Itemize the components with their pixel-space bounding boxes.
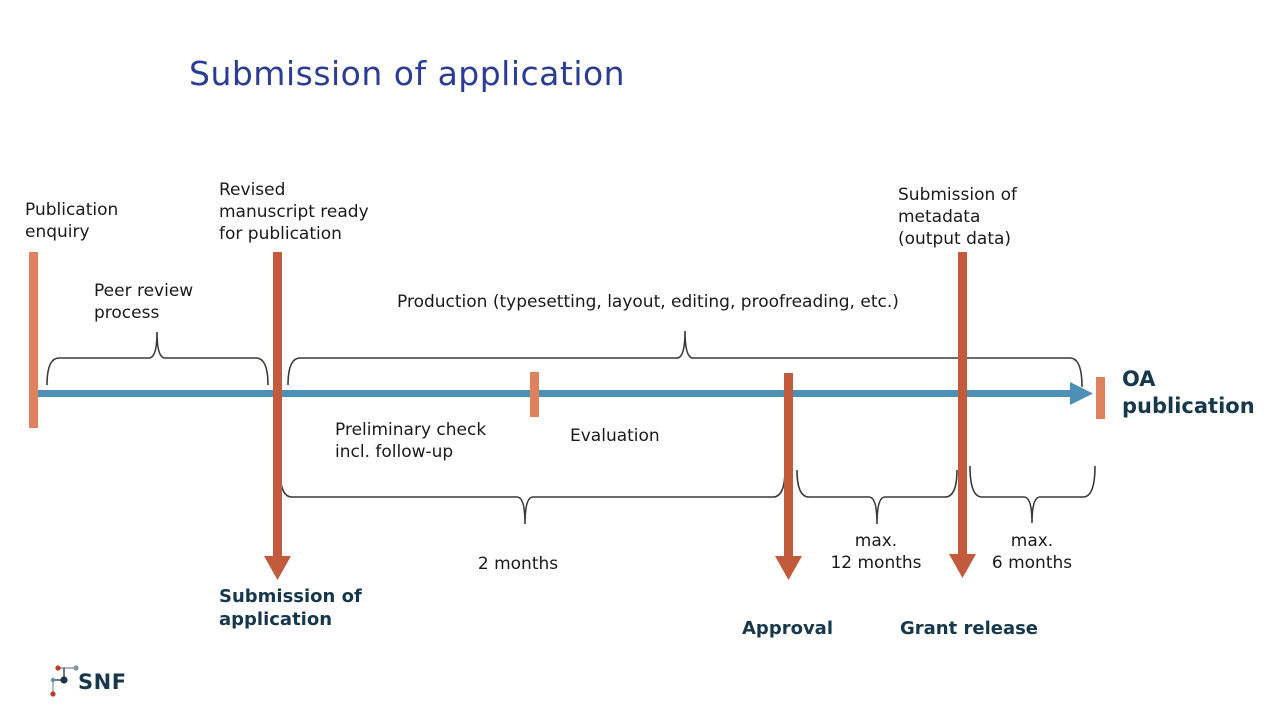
snf-logo-icon <box>50 665 79 697</box>
duration-max-6-months: max. 6 months <box>991 531 1073 574</box>
label-approval: Approval <box>742 618 833 639</box>
marker-evaluation <box>530 372 539 417</box>
arrow-grant-release <box>949 252 976 578</box>
label-revised-manuscript: Revised manuscript ready for publication <box>219 180 369 245</box>
label-evaluation: Evaluation <box>570 426 660 446</box>
brace-6-months <box>969 465 1096 524</box>
label-preliminary-check: Preliminary check incl. follow-up <box>335 420 487 463</box>
label-publication-enquiry: Publication enquiry <box>25 200 119 243</box>
marker-publication-enquiry <box>29 252 38 428</box>
label-peer-review-process: Peer review process <box>94 281 194 324</box>
brace-2-months <box>279 469 786 525</box>
timeline-bar <box>34 390 1076 397</box>
label-submission-of-application: Submission of application <box>219 586 362 630</box>
label-production: Production (typesetting, layout, editing… <box>397 292 899 312</box>
duration-max-12-months: max. 12 months <box>830 531 922 574</box>
label-grant-release: Grant release <box>900 618 1039 639</box>
brace-12-months <box>796 469 958 525</box>
label-oa-publication: OA publication <box>1122 367 1255 419</box>
snf-logo-text: SNF <box>78 670 127 694</box>
arrow-submission-of-application <box>264 252 291 580</box>
brace-production <box>287 330 1083 388</box>
timeline-arrowhead-icon <box>1070 382 1093 405</box>
duration-2-months: 2 months <box>477 554 559 574</box>
brace-peer-review <box>46 331 269 386</box>
marker-oa-publication <box>1096 377 1105 419</box>
slide-title: Submission of application <box>189 54 626 93</box>
arrow-approval <box>775 373 802 580</box>
label-submission-metadata: Submission of metadata (output data) <box>898 185 1018 250</box>
